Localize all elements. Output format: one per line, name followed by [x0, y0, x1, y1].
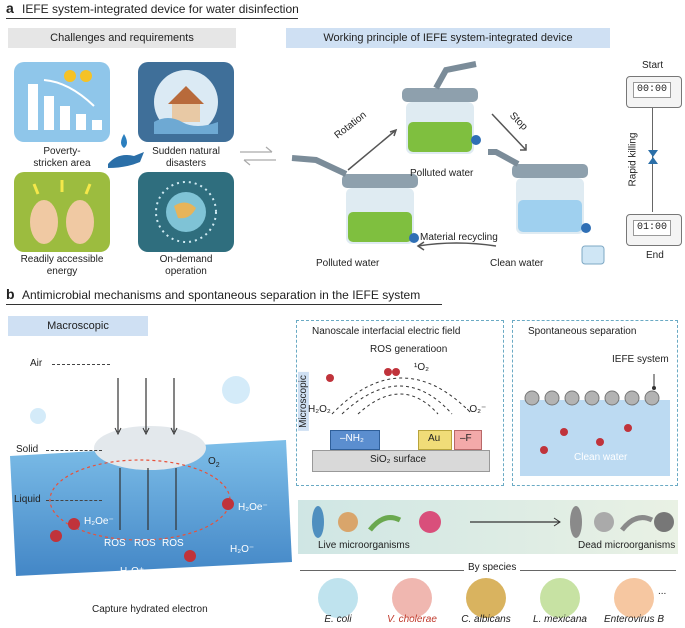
- start-label: Start: [642, 60, 664, 71]
- start-timer: 00:00: [626, 76, 682, 108]
- microorganism-row: [312, 506, 674, 538]
- poverty-label: Poverty- stricken area: [33, 146, 91, 169]
- hourglass-icon: [648, 150, 658, 164]
- hand-droplet-icon: [108, 134, 144, 168]
- species-vcholerae-label: V. cholerae: [387, 614, 437, 625]
- house-flood-icon: [154, 70, 218, 134]
- energy-label: Readily accessible energy: [20, 254, 104, 277]
- nh2-block: [330, 430, 380, 450]
- by-species-label: By species: [464, 562, 521, 573]
- ros-label-2: ROS: [134, 538, 156, 549]
- h2o2-label: H₂O₂: [308, 404, 331, 415]
- nh2-label: –NH₂: [340, 433, 364, 444]
- species-ellipsis: ...: [658, 586, 667, 597]
- rapid-killing-label: Rapid killing: [627, 132, 639, 187]
- clean-water-label: Clean water: [490, 258, 544, 269]
- air-leader: [52, 364, 110, 365]
- device-illustration: [291, 61, 605, 265]
- on-demand-label: On-demand operation: [159, 254, 213, 277]
- h2oe-label-right: H₂Oe⁻: [238, 502, 268, 513]
- solid-leader: [46, 450, 102, 451]
- iefe-system-label: IEFE system: [612, 354, 669, 365]
- polluted-left-label: Polluted water: [316, 258, 380, 269]
- panel-b-letter: b: [6, 286, 15, 302]
- separation-box: [512, 320, 678, 486]
- h2o-plus-label: H₂O⁺: [120, 566, 145, 577]
- separation-scene: [520, 374, 670, 476]
- species-calbicans-icon: [466, 578, 506, 618]
- panel-a-letter: a: [6, 0, 14, 16]
- energy-card: [14, 172, 110, 252]
- species-ecoli-label: E. coli: [324, 614, 352, 625]
- panel-a-title: IEFE system-integrated device for water …: [22, 2, 299, 16]
- species-lmexicana-icon: [540, 578, 580, 618]
- liquid-leader: [46, 500, 102, 501]
- au-label: Au: [428, 433, 441, 444]
- panel-b-rule: [6, 304, 442, 305]
- polluted-top-label: Polluted water: [410, 168, 474, 179]
- species-lmexicana-label: L. mexicana: [533, 614, 587, 625]
- o2-text: O: [208, 456, 216, 467]
- au-block: [418, 430, 452, 450]
- ros-label-1: ROS: [104, 538, 126, 549]
- material-recycling-label: Material recycling: [420, 232, 498, 243]
- equilibrium-arrows-icon: [240, 146, 276, 166]
- working-principle-header: Working principle of IEFE system-integra…: [286, 28, 610, 48]
- clean-water-separation-label: Clean water: [574, 452, 628, 463]
- panel-a-rule: [6, 18, 298, 19]
- water-interface-scene: [10, 376, 292, 576]
- species-enterovirus-label: Enterovirus B: [603, 614, 665, 625]
- start-timer-display: 00:00: [633, 82, 671, 98]
- h2oe-label-left: H₂Oe⁻: [84, 516, 114, 527]
- liquid-label: Liquid: [14, 494, 41, 505]
- bar-decline-icon: [28, 70, 102, 130]
- end-timer: 01:00: [626, 214, 682, 246]
- o2-label: O2: [208, 456, 220, 469]
- f-label: –F: [460, 433, 472, 444]
- ros-label-3: ROS: [162, 538, 184, 549]
- sio2-label: SiO₂ surface: [370, 454, 427, 465]
- macroscopic-header: Macroscopic: [8, 316, 148, 336]
- nanoscale-title: Nanoscale interfacial electric field: [312, 326, 461, 337]
- end-timer-display: 01:00: [633, 220, 671, 236]
- electric-field-arcs: [326, 368, 473, 415]
- challenges-header: Challenges and requirements: [8, 28, 236, 48]
- live-label: Live microorganisms: [318, 540, 410, 551]
- nanoscale-box: [296, 320, 504, 486]
- end-label: End: [646, 250, 664, 261]
- hands-icon: [30, 180, 94, 244]
- species-ecoli-icon: [318, 578, 358, 618]
- poverty-card: [14, 62, 110, 142]
- microorganism-bar: [298, 500, 678, 554]
- singlet-oxygen-label: ¹O₂: [414, 362, 429, 373]
- globe-icon: [155, 181, 217, 243]
- separation-title: Spontaneous separation: [528, 326, 637, 337]
- on-demand-card: [138, 172, 234, 252]
- species-calbicans-label: C. albicans: [461, 614, 511, 625]
- f-block: [454, 430, 482, 450]
- disaster-label: Sudden natural disasters: [152, 146, 220, 169]
- species-vcholerae-icon: [392, 578, 432, 618]
- panel-b-title: Antimicrobial mechanisms and spontaneous…: [22, 288, 421, 302]
- h2o-minus-label: H₂O⁻: [230, 544, 255, 555]
- sio2-block: [312, 450, 490, 472]
- capture-label: Capture hydrated electron: [92, 604, 208, 615]
- microscopic-label: Microscopic: [297, 372, 309, 431]
- disaster-card: [138, 62, 234, 142]
- ros-generation-label: ROS generatioon: [370, 344, 448, 355]
- solid-label: Solid: [16, 444, 39, 455]
- species-enterovirus-icon: [614, 578, 654, 618]
- dead-label: Dead microorganisms: [578, 540, 676, 551]
- air-label: Air: [30, 358, 43, 369]
- superoxide-label: ·O₂⁻: [466, 404, 487, 415]
